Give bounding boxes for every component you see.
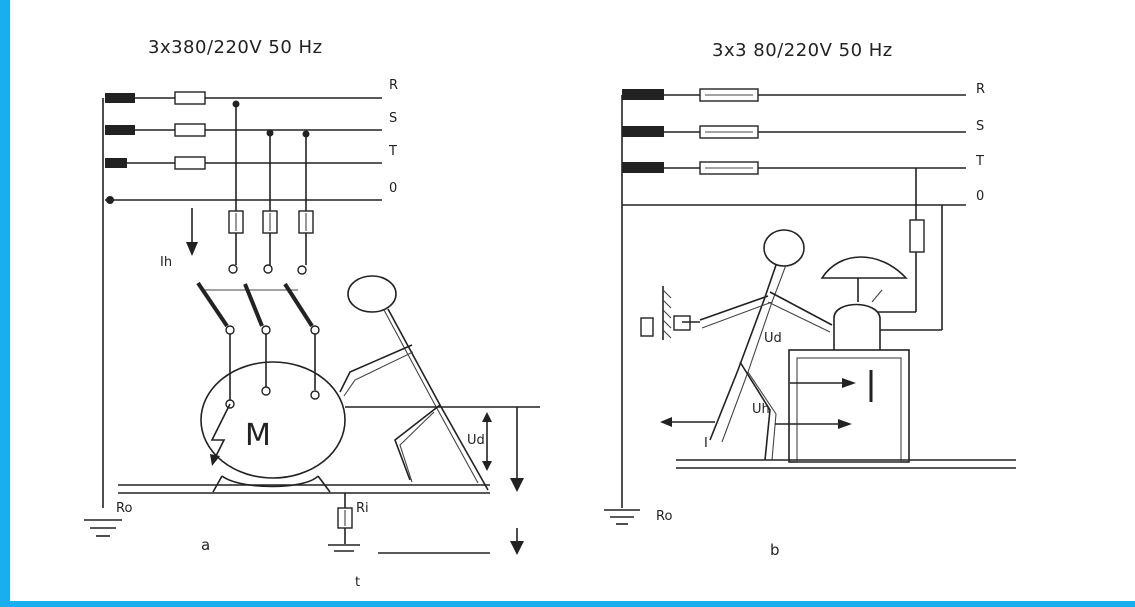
panel-a-title: 3x380/220V 50 Hz: [148, 37, 323, 58]
touch-voltage-label-b: Ud: [764, 331, 782, 346]
step-voltage-label-b: Uh: [752, 402, 770, 417]
motor: [200, 361, 346, 493]
caption-b: b: [770, 541, 780, 559]
panel-a-floor: [84, 484, 524, 555]
earth-label-ro-a: Ro: [116, 501, 132, 516]
label-t-bottom: t: [355, 575, 360, 590]
person-figure-b: [699, 229, 833, 461]
person-figure-a: [339, 275, 540, 491]
current-label-ih: Ih: [160, 255, 172, 270]
phase-label-0: 0: [389, 181, 397, 196]
touch-voltage-label-a: Ud: [467, 433, 485, 448]
earth-label-ro-b: Ro: [656, 509, 672, 524]
lamp-appliance: [788, 256, 910, 463]
phase-label-s-b: S: [976, 119, 984, 134]
panel-b-bus-lines: [621, 88, 966, 508]
panel-a-fused-drops: [228, 100, 314, 275]
phase-label-0-b: 0: [976, 189, 984, 204]
phase-label-t: T: [388, 144, 397, 159]
phase-label-r-b: R: [976, 82, 985, 97]
phase-label-t-b: T: [975, 154, 984, 169]
panel-a: 3x380/220V 50 Hz R S T 0: [84, 37, 540, 590]
current-arrow: [186, 208, 198, 256]
touch-voltage-marker: [482, 407, 524, 492]
panel-a-bus-lines: [102, 91, 382, 508]
panel-b-current-arrows: [660, 370, 873, 429]
panel-b: 3x3 80/220V 50 Hz R S T 0: [604, 40, 1016, 559]
appliance-feed: [878, 168, 943, 331]
panel-a-switch: [196, 281, 320, 409]
wall-socket: [640, 286, 700, 340]
motor-label: M: [245, 418, 271, 453]
current-label-i: I: [704, 436, 708, 451]
caption-a: a: [201, 536, 210, 554]
phase-label-s: S: [389, 111, 397, 126]
panel-b-title: 3x3 80/220V 50 Hz: [712, 40, 893, 61]
phase-label-r: R: [389, 78, 398, 93]
earth-label-ri: Ri: [356, 501, 369, 516]
panel-b-floor: [604, 459, 1016, 525]
